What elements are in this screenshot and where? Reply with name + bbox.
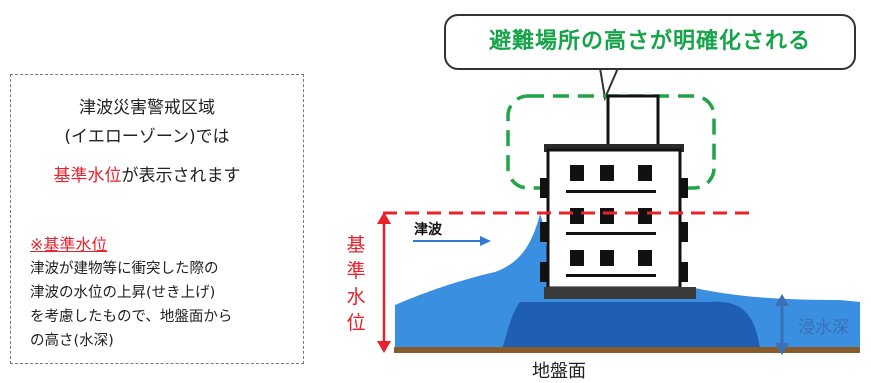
reference-level-label-char: 水 [346, 286, 366, 308]
tsunami-direction-arrow [480, 236, 491, 246]
callout-text: 避難場所の高さが明確化される [488, 29, 811, 54]
callout-box: 避難場所の高さが明確化される [444, 14, 856, 70]
inundation-water [502, 301, 760, 349]
tsunami-label: 津波 [414, 222, 442, 238]
explanation-box [10, 74, 304, 364]
rooftop-structure [606, 94, 660, 148]
depth-arrow-bottom [775, 343, 789, 355]
inundation-depth-label: 浸水深 [798, 318, 849, 338]
note-line-3: を考慮したもので、地盤面から [30, 309, 233, 325]
ground-label: 地盤面 [532, 361, 586, 382]
explanation-line-3-rest: が表示されます [121, 166, 241, 186]
ground-surface [394, 347, 860, 353]
note-line-2: 津波の水位の上昇(せき上げ) [30, 285, 216, 301]
explanation-line-1: 津波災害警戒区域 [79, 98, 215, 118]
explanation-line-3: 基準水位が表示されます [0, 161, 294, 186]
note-line-1: 津波が建物等に衝突した際の [30, 261, 219, 277]
reference-arrow-bottom [377, 341, 391, 353]
reference-level-label-char: 位 [346, 312, 366, 334]
reference-level-label-text: 基準水位 [341, 232, 371, 336]
roof-slab [544, 144, 684, 152]
note-title: ※基準水位 [30, 235, 108, 254]
reference-level-label-char: 準 [346, 260, 366, 282]
callout-pointer [598, 67, 620, 102]
explanation-line-2: (イエローゾーン)では [64, 127, 230, 147]
reference-level-term: 基準水位 [53, 166, 122, 186]
reference-level-label: 基準水位 [341, 232, 371, 336]
building-windows [570, 165, 652, 266]
note-line-4: の高さ(水深) [30, 333, 114, 349]
building-foundation [544, 287, 696, 299]
depth-arrow-top [775, 294, 789, 306]
reference-level-label-char: 基 [346, 234, 366, 256]
reference-arrow-top [377, 212, 391, 224]
